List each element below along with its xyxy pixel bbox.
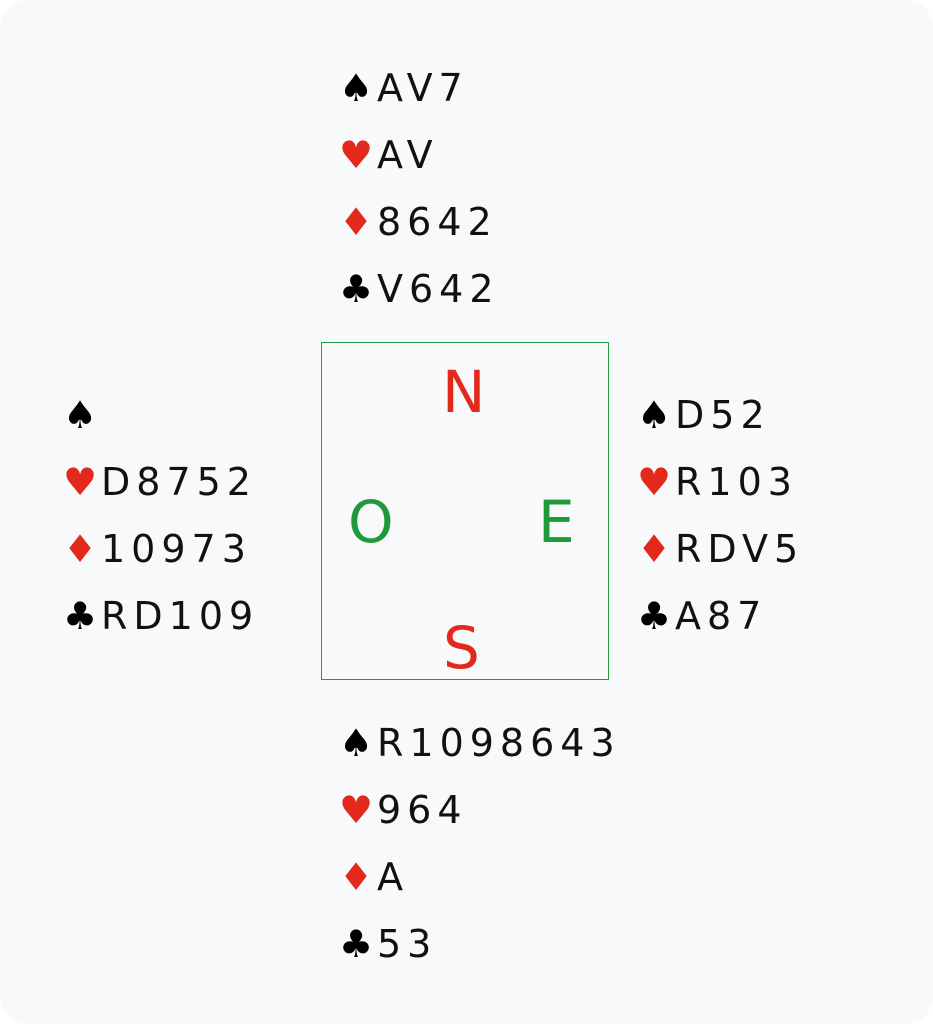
east-hearts: ♥ R103 <box>635 448 804 515</box>
club-icon: ♣ <box>338 921 374 966</box>
diamond-icon: ♦ <box>338 199 374 244</box>
west-spades: ♠ <box>61 381 259 448</box>
heart-icon: ♥ <box>338 132 374 177</box>
diamond-icon: ♦ <box>62 526 98 571</box>
spade-icon: ♠ <box>338 720 374 765</box>
east-diamonds-cards: RDV5 <box>675 526 805 571</box>
north-diamonds: ♦ 8642 <box>337 188 500 255</box>
south-clubs: ♣ 53 <box>337 910 621 977</box>
north-hand: ♠ AV7 ♥ AV ♦ 8642 ♣ V642 <box>337 54 500 322</box>
east-spades: ♠ D52 <box>635 381 804 448</box>
south-diamonds-cards: A <box>377 854 409 899</box>
west-clubs-cards: RD109 <box>101 593 260 638</box>
compass-south: S <box>443 614 480 682</box>
east-hearts-cards: R103 <box>675 459 798 504</box>
west-hearts-cards: D8752 <box>101 459 257 504</box>
north-clubs: ♣ V642 <box>337 255 500 322</box>
north-hearts: ♥ AV <box>337 121 500 188</box>
north-hearts-cards: AV <box>377 132 439 177</box>
compass-east: E <box>538 488 575 556</box>
heart-icon: ♥ <box>62 459 98 504</box>
club-icon: ♣ <box>636 593 672 638</box>
north-spades: ♠ AV7 <box>337 54 500 121</box>
heart-icon: ♥ <box>338 787 374 832</box>
south-diamonds: ♦ A <box>337 843 621 910</box>
compass-box: N O E S <box>321 342 609 680</box>
west-diamonds-cards: 10973 <box>101 526 252 571</box>
north-spades-cards: AV7 <box>377 65 469 110</box>
south-hand: ♠ R1098643 ♥ 964 ♦ A ♣ 53 <box>337 709 621 977</box>
south-hearts-cards: 964 <box>377 787 468 832</box>
east-clubs: ♣ A87 <box>635 582 804 649</box>
north-clubs-cards: V642 <box>377 266 500 311</box>
south-clubs-cards: 53 <box>377 921 438 966</box>
west-diamonds: ♦ 10973 <box>61 515 259 582</box>
heart-icon: ♥ <box>636 459 672 504</box>
north-diamonds-cards: 8642 <box>377 199 498 244</box>
east-clubs-cards: A87 <box>675 593 768 638</box>
west-hand: ♠ ♥ D8752 ♦ 10973 ♣ RD109 <box>61 381 259 649</box>
south-hearts: ♥ 964 <box>337 776 621 843</box>
diamond-icon: ♦ <box>636 526 672 571</box>
west-clubs: ♣ RD109 <box>61 582 259 649</box>
south-spades: ♠ R1098643 <box>337 709 621 776</box>
east-hand: ♠ D52 ♥ R103 ♦ RDV5 ♣ A87 <box>635 381 804 649</box>
spade-icon: ♠ <box>62 392 98 437</box>
compass-north: N <box>442 358 486 426</box>
east-diamonds: ♦ RDV5 <box>635 515 804 582</box>
west-hearts: ♥ D8752 <box>61 448 259 515</box>
club-icon: ♣ <box>62 593 98 638</box>
club-icon: ♣ <box>338 266 374 311</box>
diamond-icon: ♦ <box>338 854 374 899</box>
compass-west: O <box>348 488 394 556</box>
south-spades-cards: R1098643 <box>377 720 621 765</box>
spade-icon: ♠ <box>636 392 672 437</box>
east-spades-cards: D52 <box>675 392 771 437</box>
spade-icon: ♠ <box>338 65 374 110</box>
